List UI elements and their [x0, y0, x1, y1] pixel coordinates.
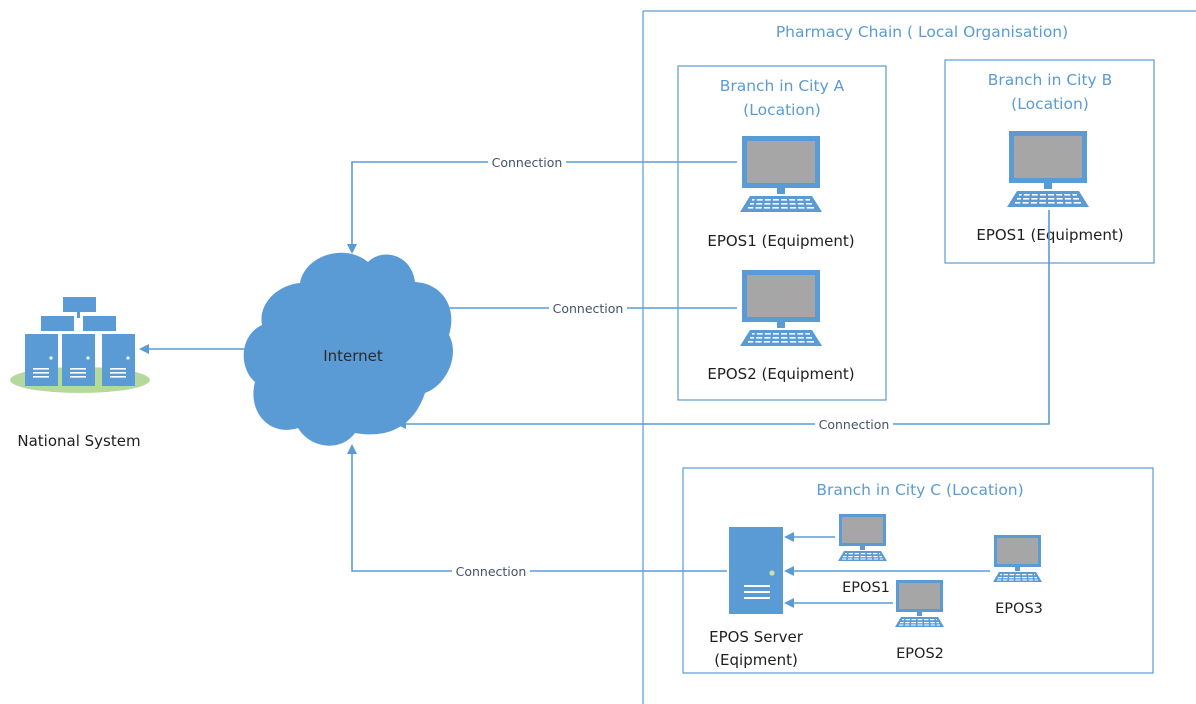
branch-a-title-line1: Branch in City A: [720, 77, 845, 95]
branch-a-epos1-label: EPOS1 (Equipment): [707, 232, 854, 250]
national-system-servers-icon: [10, 297, 150, 393]
organisation-label: Pharmacy Chain ( Local Organisation): [776, 23, 1068, 41]
branch-b-title-line2: (Location): [1011, 95, 1089, 113]
branch-c-epos3-label: EPOS3: [995, 601, 1043, 617]
connection-label-a-epos1: Connection: [492, 155, 563, 170]
internet-cloud-icon: [243, 252, 453, 446]
connection-label-c-server: Connection: [456, 564, 527, 579]
branch-a-epos1-computer-icon: [738, 134, 824, 214]
branch-a-epos1-connection: [347, 161, 737, 254]
epos-server-icon: [729, 527, 783, 614]
branch-b-epos1-connection: [396, 210, 1050, 429]
national-system-label: National System: [17, 432, 140, 450]
branch-b-title-line1: Branch in City B: [988, 71, 1113, 89]
branch-b-epos1-label: EPOS1 (Equipment): [976, 226, 1123, 244]
branch-c-epos1-computer-icon: [837, 513, 888, 562]
branch-a-epos2-label: EPOS2 (Equipment): [707, 365, 854, 383]
branch-a-box: [677, 65, 887, 401]
epos-server-label-line1: EPOS Server: [709, 628, 804, 646]
branch-a-epos2-computer-icon: [738, 268, 824, 348]
epos-server-label-line2: (Eqipment): [714, 651, 798, 669]
connection-label-b-epos1: Connection: [819, 417, 890, 432]
branch-c-epos2-computer-icon: [894, 579, 945, 628]
branch-a-title-line2: (Location): [743, 101, 821, 119]
branch-c-title: Branch in City C (Location): [816, 481, 1023, 499]
branch-b-epos1-computer-icon: [1005, 129, 1091, 209]
branch-c-epos3-computer-icon: [992, 534, 1043, 583]
connection-label-a-epos2: Connection: [553, 301, 624, 316]
organisation-boundary: [642, 10, 1196, 704]
internet-label: Internet: [323, 347, 383, 365]
branch-c-server-connection: [347, 444, 727, 572]
branch-c-epos2-label: EPOS2: [896, 646, 944, 662]
branch-c-epos1-label: EPOS1: [842, 580, 890, 596]
